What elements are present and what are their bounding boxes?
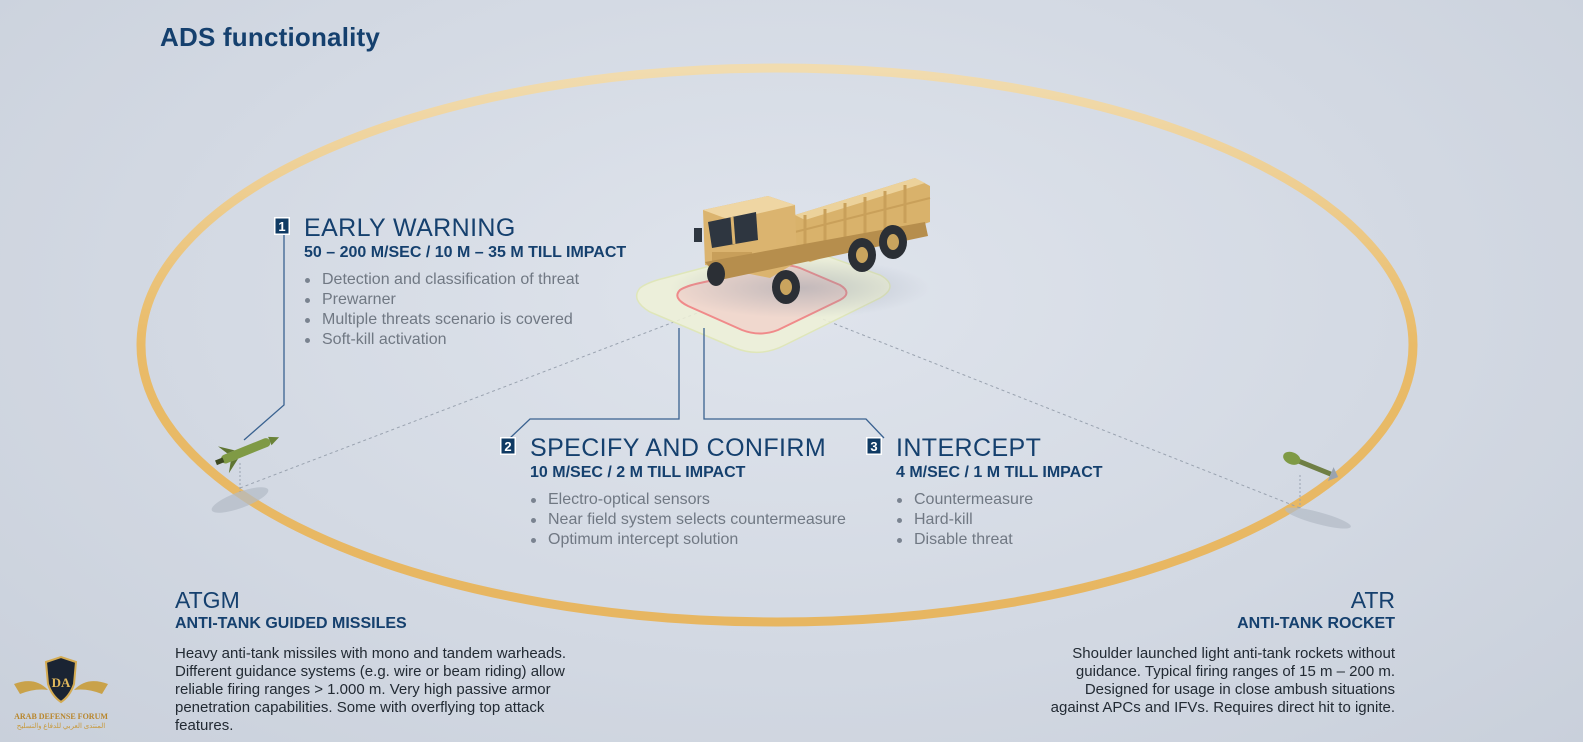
threat-subtitle: ANTI-TANK GUIDED MISSILES bbox=[175, 615, 407, 632]
list-item: Detection and classification of threat bbox=[305, 270, 694, 290]
step-bullet-list: Detection and classification of threat P… bbox=[305, 270, 694, 350]
list-item: Hard-kill bbox=[897, 510, 1146, 530]
step-number-badge: 1 bbox=[274, 217, 290, 235]
atgm-trajectory-line bbox=[239, 311, 701, 489]
step-speed: 50 – 200 M/SEC / 10 M – 35 M TILL IMPACT bbox=[304, 244, 627, 261]
atr-trajectory-line bbox=[819, 317, 1301, 509]
threat-name: ATR bbox=[1350, 587, 1395, 613]
step-bullet-list: Electro-optical sensors Near field syste… bbox=[531, 490, 880, 550]
list-item: Multiple threats scenario is covered bbox=[305, 310, 694, 330]
step-number-badge: 2 bbox=[500, 437, 516, 455]
threat-subtitle: ANTI-TANK ROCKET bbox=[1237, 615, 1395, 632]
missile-icon bbox=[211, 436, 280, 513]
threat-atgm: ATGM ANTI-TANK GUIDED MISSILES Heavy ant… bbox=[175, 587, 575, 735]
threat-description: Heavy anti-tank missiles with mono and t… bbox=[175, 645, 567, 734]
threat-atr: ATR ANTI-TANK ROCKET Shoulder launched l… bbox=[1045, 587, 1395, 717]
list-item: Disable threat bbox=[897, 530, 1146, 550]
logo-arabic: المنتدى العربي للدفاع والتسليح bbox=[16, 722, 106, 730]
range-ring bbox=[136, 63, 1418, 627]
step-speed: 4 M/SEC / 1 M TILL IMPACT bbox=[896, 464, 1103, 481]
list-item: Near field system selects countermeasure bbox=[531, 510, 880, 530]
watermark-logo: DA ARAB DEFENSE FORUM المنتدى العربي للد… bbox=[10, 654, 112, 734]
step-specify-and-confirm: 2 SPECIFY AND CONFIRM 10 M/SEC / 2 M TIL… bbox=[500, 434, 880, 550]
step-heading: SPECIFY AND CONFIRM bbox=[530, 434, 827, 462]
callout-line-specify bbox=[509, 328, 680, 439]
truck-icon bbox=[694, 178, 931, 304]
page-title: ADS functionality bbox=[160, 22, 381, 52]
svg-text:DA: DA bbox=[52, 675, 71, 690]
list-item: Countermeasure bbox=[897, 490, 1146, 510]
step-heading: INTERCEPT bbox=[896, 434, 1042, 462]
logo-name: ARAB DEFENSE FORUM bbox=[14, 712, 108, 721]
rocket-icon bbox=[1283, 451, 1351, 529]
step-intercept: 3 INTERCEPT 4 M/SEC / 1 M TILL IMPACT Co… bbox=[866, 434, 1146, 550]
list-item: Soft-kill activation bbox=[305, 330, 694, 350]
step-number-badge: 3 bbox=[866, 437, 882, 455]
callout-line-early-warning bbox=[243, 230, 285, 441]
callout-line-intercept bbox=[703, 328, 885, 439]
threat-name: ATGM bbox=[175, 587, 240, 613]
step-early-warning: 1 EARLY WARNING 50 – 200 M/SEC / 10 M – … bbox=[274, 214, 694, 350]
list-item: Optimum intercept solution bbox=[531, 530, 880, 550]
step-heading: EARLY WARNING bbox=[304, 214, 516, 242]
step-speed: 10 M/SEC / 2 M TILL IMPACT bbox=[530, 464, 746, 481]
threat-description: Shoulder launched light anti-tank rocket… bbox=[1050, 645, 1395, 716]
list-item: Electro-optical sensors bbox=[531, 490, 880, 510]
step-bullet-list: Countermeasure Hard-kill Disable threat bbox=[897, 490, 1146, 550]
logo-emblem-icon: DA bbox=[14, 655, 108, 704]
list-item: Prewarner bbox=[305, 290, 694, 310]
